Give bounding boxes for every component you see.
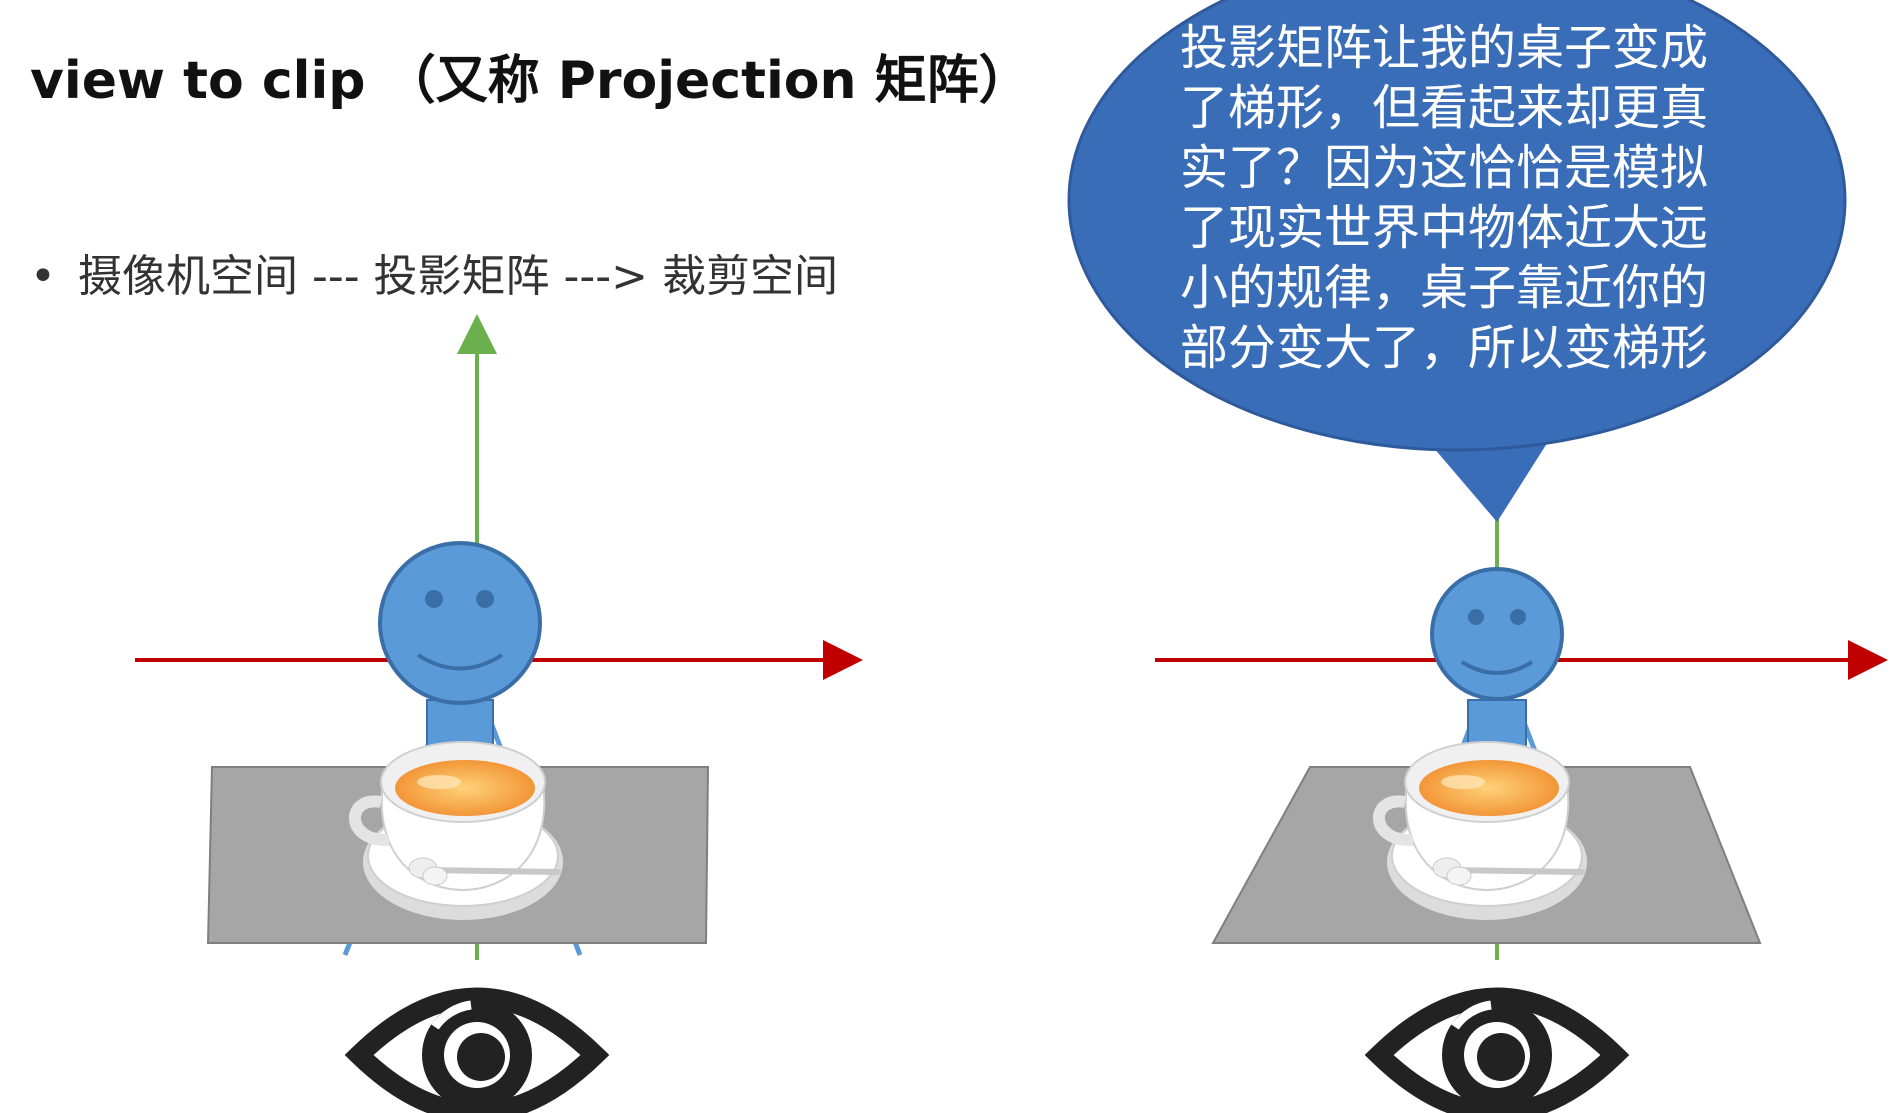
speech-line: 投影矩阵让我的桌子变成	[1180, 20, 1709, 76]
right-scene	[1155, 480, 1888, 1113]
left-scene	[135, 314, 863, 1113]
speech-bubble	[1067, 0, 1847, 522]
speech-line: 实了？因为这恰恰是模拟	[1180, 140, 1709, 196]
speech-bubble-text: 投影矩阵让我的桌子变成 了梯形，但看起来却更真 实了？因为这恰恰是模拟 了现实世…	[1180, 18, 1740, 378]
tea-cup-icon	[349, 741, 563, 920]
bullet-marker: •	[30, 251, 56, 302]
page-title: view to clip （又称 Projection 矩阵）	[30, 51, 1031, 111]
speech-line: 了现实世界中物体近大远	[1180, 200, 1709, 256]
eye-icon	[1364, 987, 1630, 1113]
speech-line: 部分变大了，所以变梯形	[1180, 320, 1709, 376]
eye-icon	[344, 987, 610, 1113]
speech-line: 了梯形，但看起来却更真	[1180, 80, 1709, 136]
bullet-text: 摄像机空间 --- 投影矩阵 ---> 裁剪空间	[77, 251, 839, 302]
speech-line: 小的规律，桌子靠近你的	[1180, 260, 1709, 316]
tea-cup-icon	[1373, 741, 1587, 920]
bullet-point: • 摄像机空间 --- 投影矩阵 ---> 裁剪空间	[30, 240, 838, 304]
